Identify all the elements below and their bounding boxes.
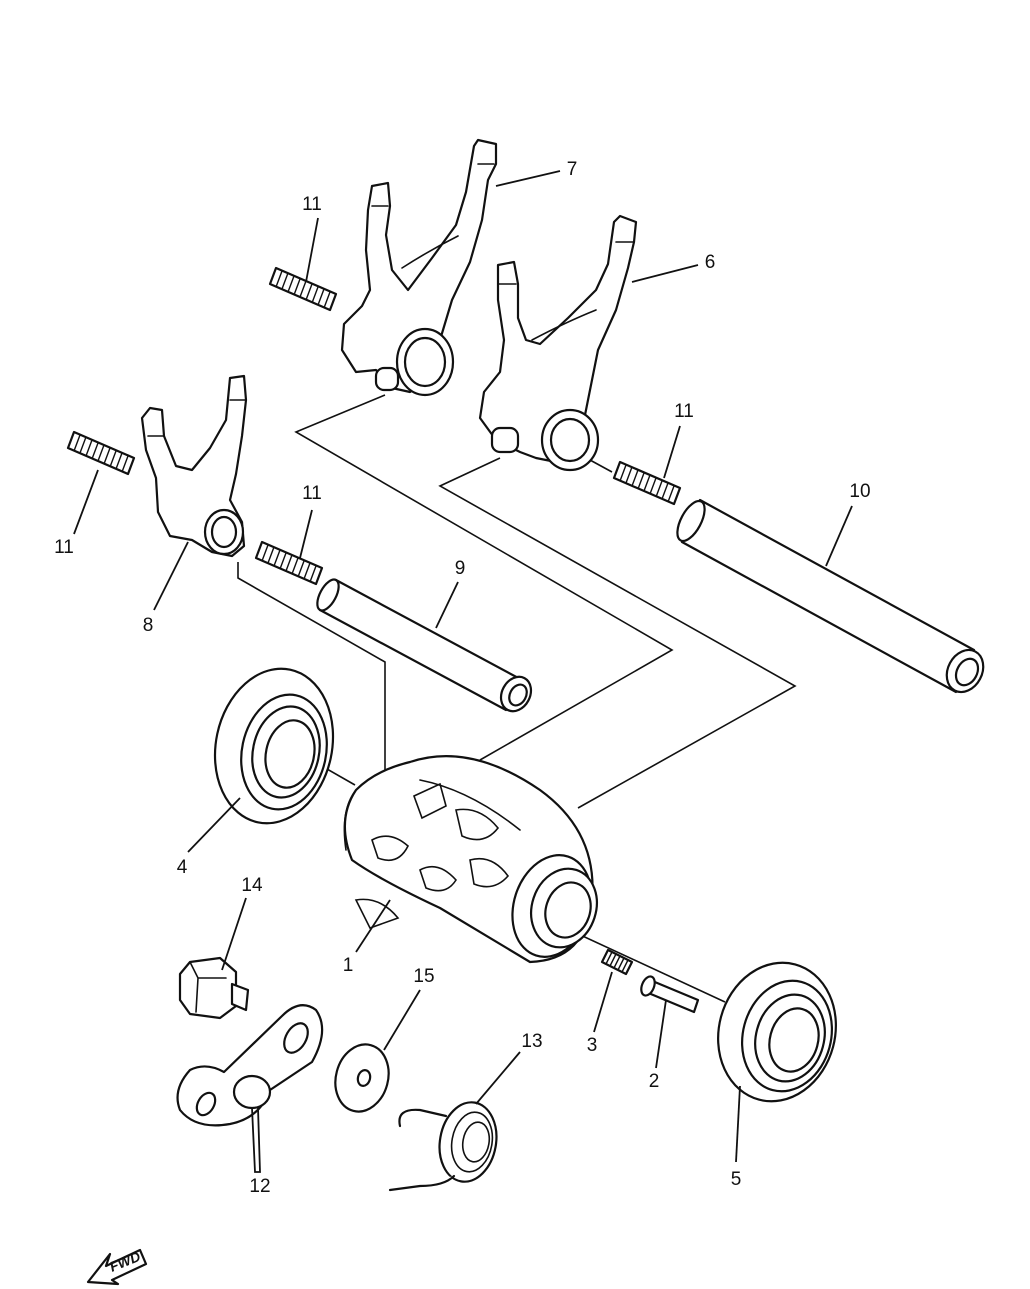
- callout-6: 6: [705, 252, 716, 273]
- assembly-reference-lines: [237, 394, 797, 1003]
- shift-fork-7: [140, 374, 248, 558]
- bearing-4: [213, 667, 335, 825]
- callout-1: 1: [343, 955, 354, 976]
- callout-9: 9: [455, 558, 466, 579]
- spring-11-left: [66, 430, 136, 476]
- callout-11-center: 11: [302, 483, 322, 504]
- callout-5: 5: [731, 1169, 742, 1190]
- callout-11-right: 11: [674, 401, 694, 422]
- callout-11-left: 11: [54, 537, 74, 558]
- bolt-14: [178, 956, 250, 1020]
- callout-12: 12: [249, 1176, 270, 1197]
- callout-15: 15: [413, 966, 434, 987]
- shift-drum-1: [343, 755, 598, 964]
- callout-2: 2: [649, 1071, 660, 1092]
- callout-leaders: [73, 170, 853, 1173]
- washer-15: [334, 1043, 390, 1113]
- shaft-10: [676, 498, 985, 694]
- spring-3: [600, 948, 634, 976]
- torsion-spring-13: [388, 1101, 498, 1192]
- callout-10: 10: [849, 481, 870, 502]
- fwd-arrow-icon: FWD: [86, 1248, 148, 1286]
- bearing-5: [717, 961, 837, 1103]
- shaft-9: [316, 578, 533, 713]
- shift-arm-12: [176, 1004, 324, 1127]
- callout-8: 7: [567, 159, 578, 180]
- callout-4: 4: [177, 857, 188, 878]
- callout-11-top: 11: [302, 194, 322, 215]
- callout-14: 14: [241, 875, 263, 896]
- callout-13: 13: [521, 1031, 542, 1052]
- shift-fork-6: [478, 214, 638, 472]
- spring-11-right: [612, 460, 682, 506]
- spring-11-upper-left: [268, 266, 338, 312]
- callout-3: 3: [587, 1035, 598, 1056]
- callout-7: 8: [143, 615, 154, 636]
- spring-11-center: [254, 540, 324, 586]
- shift-fork-8: [340, 138, 498, 397]
- pin-2: [640, 975, 700, 1014]
- callout-labels: 7 6 11 11 11 11 8 9 10 4 1 5 3 2 14 15 1…: [54, 159, 870, 1197]
